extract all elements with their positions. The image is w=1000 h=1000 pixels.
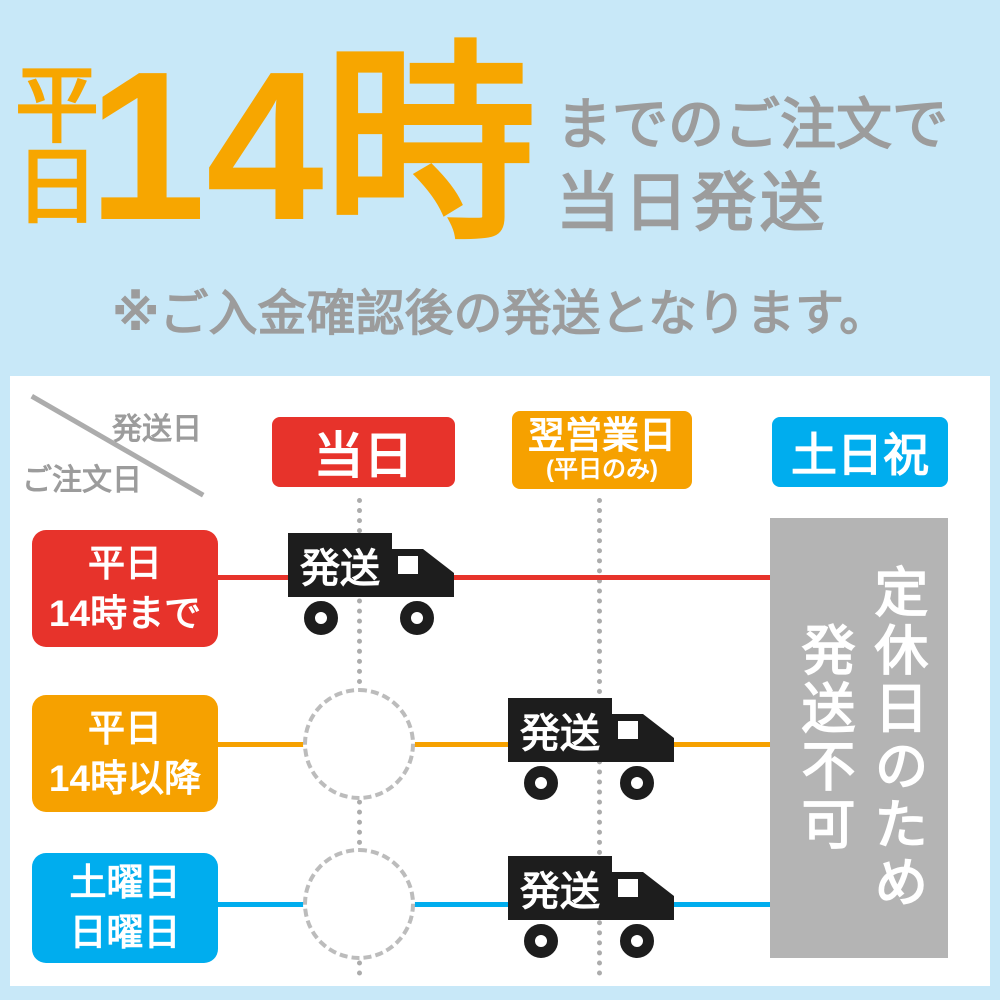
row-label-text: 平日 (88, 542, 162, 584)
column-header-next-business-day-sublabel: (平日のみ) (546, 456, 658, 484)
row-label-text: 14時まで (48, 592, 202, 634)
shipping-truck-icon: 発送 (508, 698, 676, 800)
row-label-text: 土曜日 (69, 862, 181, 904)
row-label-text: 14時以降 (48, 757, 202, 799)
no-ship-circle-row3 (303, 848, 415, 960)
column-header-same-day: 当日 (272, 417, 455, 487)
hero-weekday-text: 平日 (14, 59, 99, 234)
hero-order-text: までのご注文で (556, 93, 948, 156)
corner-order-date-label: ご注文日 (22, 464, 142, 497)
truck-ship-label: 発送 (508, 698, 612, 762)
truck-window-icon (618, 879, 638, 897)
row-line-weekday-after-14 (215, 742, 773, 747)
column-header-weekend-holiday-label: 土日祝 (791, 429, 929, 481)
truck-wheel-icon (620, 924, 654, 958)
shipping-truck-icon: 発送 (508, 856, 676, 958)
truck-cab-icon (612, 714, 674, 762)
truck-window-icon (618, 721, 638, 739)
shipping-truck-icon: 発送 (288, 533, 456, 635)
row-label-text: 平日 (88, 707, 162, 749)
row-label-weekday-after-14: 平日 14時以降 (32, 695, 218, 812)
truck-cab-icon (612, 872, 674, 920)
closed-day-line2: 発送不可 (793, 622, 853, 854)
column-header-next-business-day: 翌営業日 (平日のみ) (512, 411, 692, 489)
truck-wheel-icon (400, 601, 434, 635)
row-label-weekend: 土曜日 日曜日 (32, 853, 218, 963)
column-header-same-day-label: 当日 (313, 428, 414, 484)
no-ship-circle-row2 (303, 688, 415, 800)
closed-day-box: 定休日のため 発送不可 (770, 518, 948, 958)
column-header-next-business-day-label: 翌営業日 (528, 415, 676, 457)
row-label-text: 日曜日 (69, 912, 181, 953)
row-line-weekday-before-14 (215, 575, 773, 580)
row-label-weekday-before-14: 平日 14時まで (32, 530, 218, 647)
closed-day-text: 定休日のため 発送不可 (786, 564, 932, 912)
closed-day-line1: 定休日のため (865, 564, 926, 912)
truck-wheel-icon (524, 924, 558, 958)
truck-wheel-icon (620, 766, 654, 800)
payment-note-text: ※ご入金確認後の発送となります。 (111, 287, 889, 341)
truck-ship-label: 発送 (508, 856, 612, 920)
hero-same-day-text: 当日発送 (556, 167, 828, 239)
column-header-weekend-holiday: 土日祝 (772, 417, 948, 487)
truck-window-icon (398, 556, 418, 574)
truck-wheel-icon (524, 766, 558, 800)
row-line-weekend (215, 902, 773, 907)
truck-ship-label: 発送 (288, 533, 392, 597)
hero-deadline-time: 14時 (88, 27, 536, 264)
truck-cab-icon (392, 549, 454, 597)
truck-wheel-icon (304, 601, 338, 635)
corner-ship-date-label: 発送日 (112, 413, 202, 446)
